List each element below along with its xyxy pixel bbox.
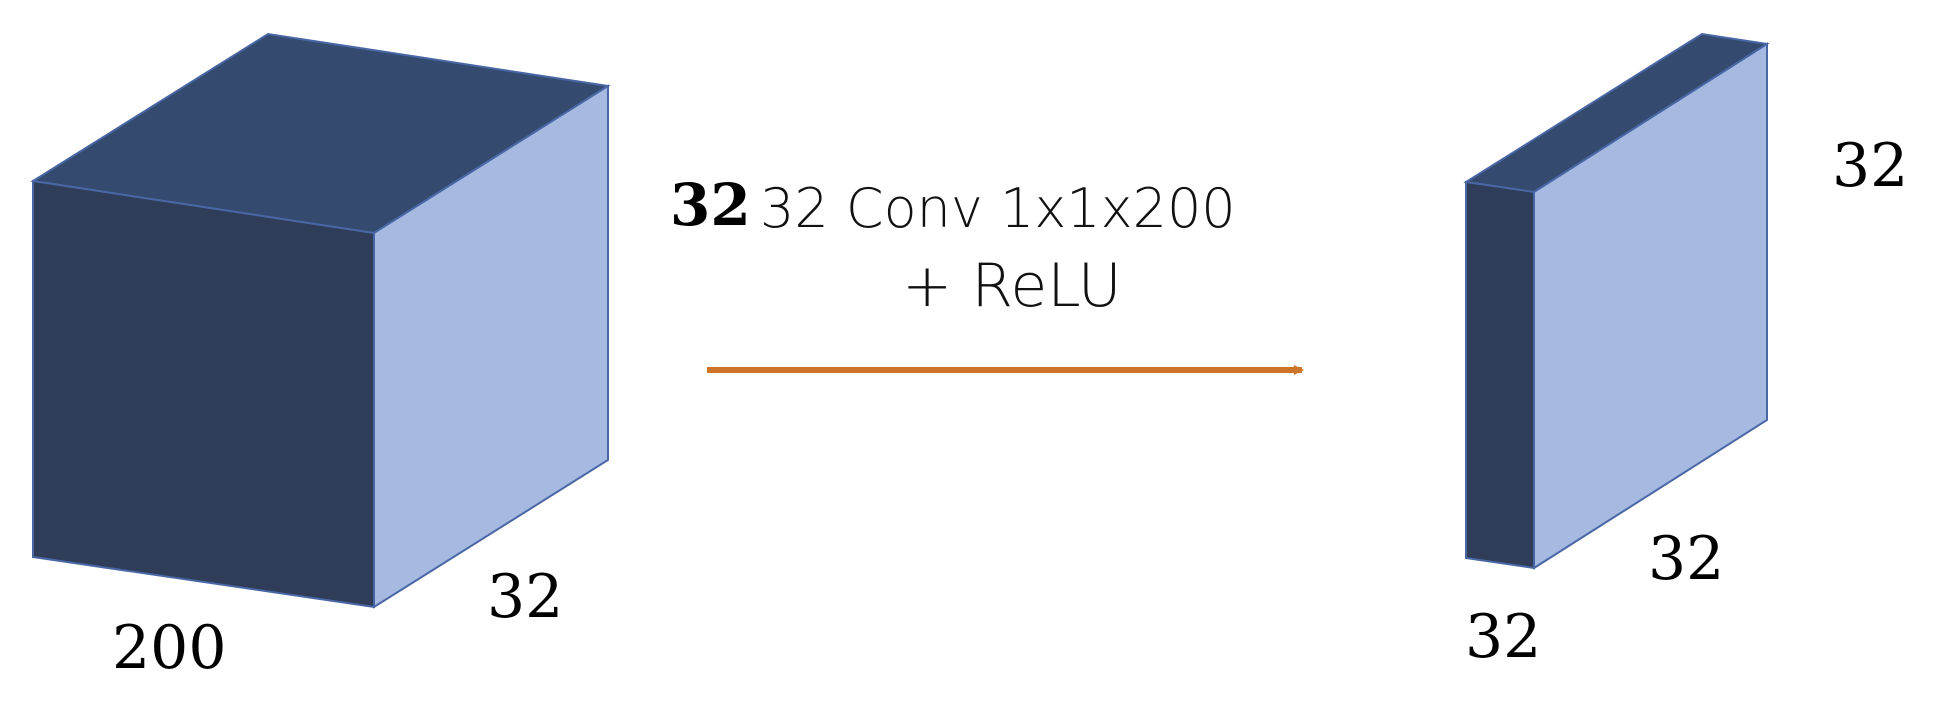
operation-line1: 32 Conv 1x1x200 — [760, 177, 1236, 240]
input-width-label: 200 — [112, 613, 227, 683]
operation-line2: + ReLU — [902, 251, 1122, 321]
output-depth-label: 32 — [1648, 524, 1724, 594]
operation-bold-prefix: 32 — [670, 171, 751, 239]
input-volume — [30, 32, 611, 609]
output-height-label: 32 — [1832, 131, 1908, 201]
input-volume-front-face — [32, 179, 375, 609]
input-volume-side-face — [373, 84, 609, 609]
output-volume-side-face — [1533, 42, 1768, 570]
output-width-label: 32 — [1465, 602, 1541, 672]
output-volume — [1463, 32, 1770, 570]
output-volume-front-face — [1465, 180, 1535, 570]
input-depth-label: 32 — [487, 562, 563, 632]
